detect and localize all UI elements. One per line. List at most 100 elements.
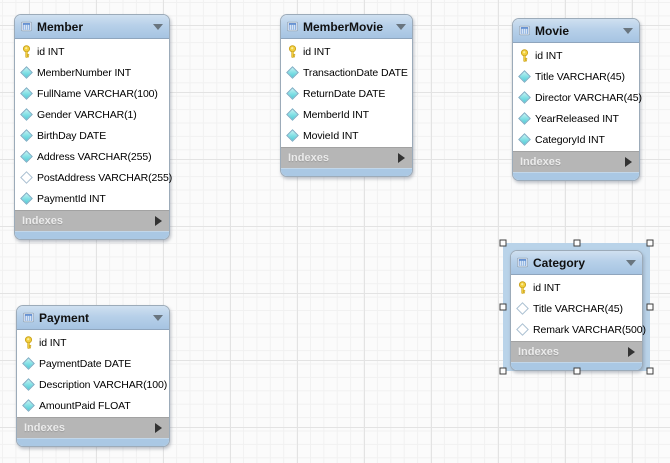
resize-handle-top-center[interactable] [573,239,580,247]
column-label: MemberId INT [303,108,369,121]
expand-icon[interactable] [398,153,405,163]
column-row[interactable]: YearReleased INT [513,108,639,129]
nullable-column-icon [20,171,33,184]
table-category-columns: id INT Title VARCHAR(45) Remark VARCHAR(… [511,275,646,341]
column-row[interactable]: Title VARCHAR(45) [513,66,639,87]
column-row[interactable]: Gender VARCHAR(1) [15,104,169,125]
expand-icon[interactable] [625,157,632,167]
table-payment-header[interactable]: Payment [17,306,169,330]
column-label: Address VARCHAR(255) [37,150,152,163]
column-row[interactable]: PaymentId INT [15,188,169,209]
table-membermovie[interactable]: MemberMovie id INT TransactionDate DATE … [280,14,413,177]
indexes-label: Indexes [518,346,559,358]
resize-handle-middle-left[interactable] [499,303,507,311]
table-payment-columns: id INT PaymentDate DATE Description VARC… [17,330,169,417]
indexes-section[interactable]: Indexes [281,147,412,168]
column-row[interactable]: Remark VARCHAR(500) [511,319,646,340]
table-membermovie-columns: id INT TransactionDate DATE ReturnDate D… [281,39,412,147]
indexes-section[interactable]: Indexes [511,341,642,362]
indexes-label: Indexes [288,152,329,164]
column-row[interactable]: AmountPaid FLOAT [17,395,169,416]
resize-handle-top-right[interactable] [646,239,654,247]
not-null-column-icon [286,66,299,79]
column-row[interactable]: id INT [511,277,642,298]
resize-handle-bottom-right[interactable] [646,367,654,375]
column-row[interactable]: Description VARCHAR(100) [17,374,169,395]
primary-key-icon [519,49,530,62]
table-bottom-bar [511,362,642,370]
table-member-header[interactable]: Member [15,15,169,39]
table-bottom-bar [17,438,169,446]
column-label: CategoryId INT [535,133,605,146]
table-movie[interactable]: Movie id INT Title VARCHAR(45) Director … [512,18,642,181]
table-icon [21,20,32,33]
column-row[interactable]: CategoryId INT [513,129,639,150]
column-row[interactable]: MemberId INT [281,104,412,125]
column-row[interactable]: MovieId INT [281,125,412,146]
table-member-columns: id INT MemberNumber INT FullName VARCHAR… [15,39,173,210]
column-row[interactable]: Title VARCHAR(45) [511,298,642,319]
column-label: id INT [39,336,67,349]
resize-handle-top-left[interactable] [499,239,507,247]
resize-handle-middle-right[interactable] [646,303,654,311]
column-label: TransactionDate DATE [303,66,408,79]
column-label: Title VARCHAR(45) [533,302,623,315]
column-label: id INT [37,45,65,58]
column-row[interactable]: ReturnDate DATE [281,83,412,104]
table-bottom-bar [513,172,639,180]
table-category-header[interactable]: Category [511,251,642,275]
column-row[interactable]: id INT [15,41,169,62]
column-row[interactable]: id INT [17,332,169,353]
table-category[interactable]: Category id INT Title VARCHAR(45) Remark… [510,250,646,371]
collapse-icon[interactable] [396,23,406,30]
expand-icon[interactable] [628,347,635,357]
table-icon [519,24,530,37]
not-null-column-icon [22,357,35,370]
table-membermovie-header[interactable]: MemberMovie [281,15,412,39]
resize-handle-bottom-center[interactable] [573,367,580,375]
not-null-column-icon [286,129,299,142]
collapse-icon[interactable] [623,27,633,34]
column-row[interactable]: Address VARCHAR(255) [15,146,169,167]
primary-key-icon [287,45,298,58]
column-label: ReturnDate DATE [303,87,386,100]
not-null-column-icon [518,133,531,146]
indexes-section[interactable]: Indexes [17,417,169,438]
resize-handle-bottom-left[interactable] [499,367,507,375]
expand-icon[interactable] [155,423,162,433]
column-row[interactable]: TransactionDate DATE [281,62,412,83]
column-label: BirthDay DATE [37,129,107,142]
table-bottom-bar [281,168,412,176]
table-payment[interactable]: Payment id INT PaymentDate DATE Descript… [16,305,170,447]
column-row[interactable]: Director VARCHAR(45) [513,87,642,108]
table-movie-header[interactable]: Movie [513,19,639,43]
indexes-label: Indexes [520,156,561,168]
collapse-icon[interactable] [153,23,163,30]
not-null-column-icon [20,108,33,121]
table-title: Movie [535,23,570,38]
column-row[interactable]: id INT [281,41,412,62]
column-row[interactable]: PaymentDate DATE [17,353,169,374]
column-row[interactable]: id INT [513,45,639,66]
expand-icon[interactable] [155,216,162,226]
collapse-icon[interactable] [626,259,636,266]
column-label: PostAddress VARCHAR(255) [37,171,173,184]
indexes-section[interactable]: Indexes [513,151,639,172]
table-member[interactable]: Member id INT MemberNumber INT FullName … [14,14,173,240]
not-null-column-icon [518,70,531,83]
column-label: PaymentDate DATE [39,357,132,370]
column-row[interactable]: BirthDay DATE [15,125,169,146]
column-label: YearReleased INT [535,112,619,125]
not-null-column-icon [518,112,531,125]
primary-key-icon [517,281,528,294]
column-row[interactable]: PostAddress VARCHAR(255) [15,167,173,188]
not-null-column-icon [20,150,33,163]
collapse-icon[interactable] [153,314,163,321]
column-row[interactable]: FullName VARCHAR(100) [15,83,169,104]
column-row[interactable]: MemberNumber INT [15,62,169,83]
table-icon [287,20,298,33]
column-label: AmountPaid FLOAT [39,399,131,412]
table-title: Member [37,19,84,34]
indexes-section[interactable]: Indexes [15,210,169,231]
